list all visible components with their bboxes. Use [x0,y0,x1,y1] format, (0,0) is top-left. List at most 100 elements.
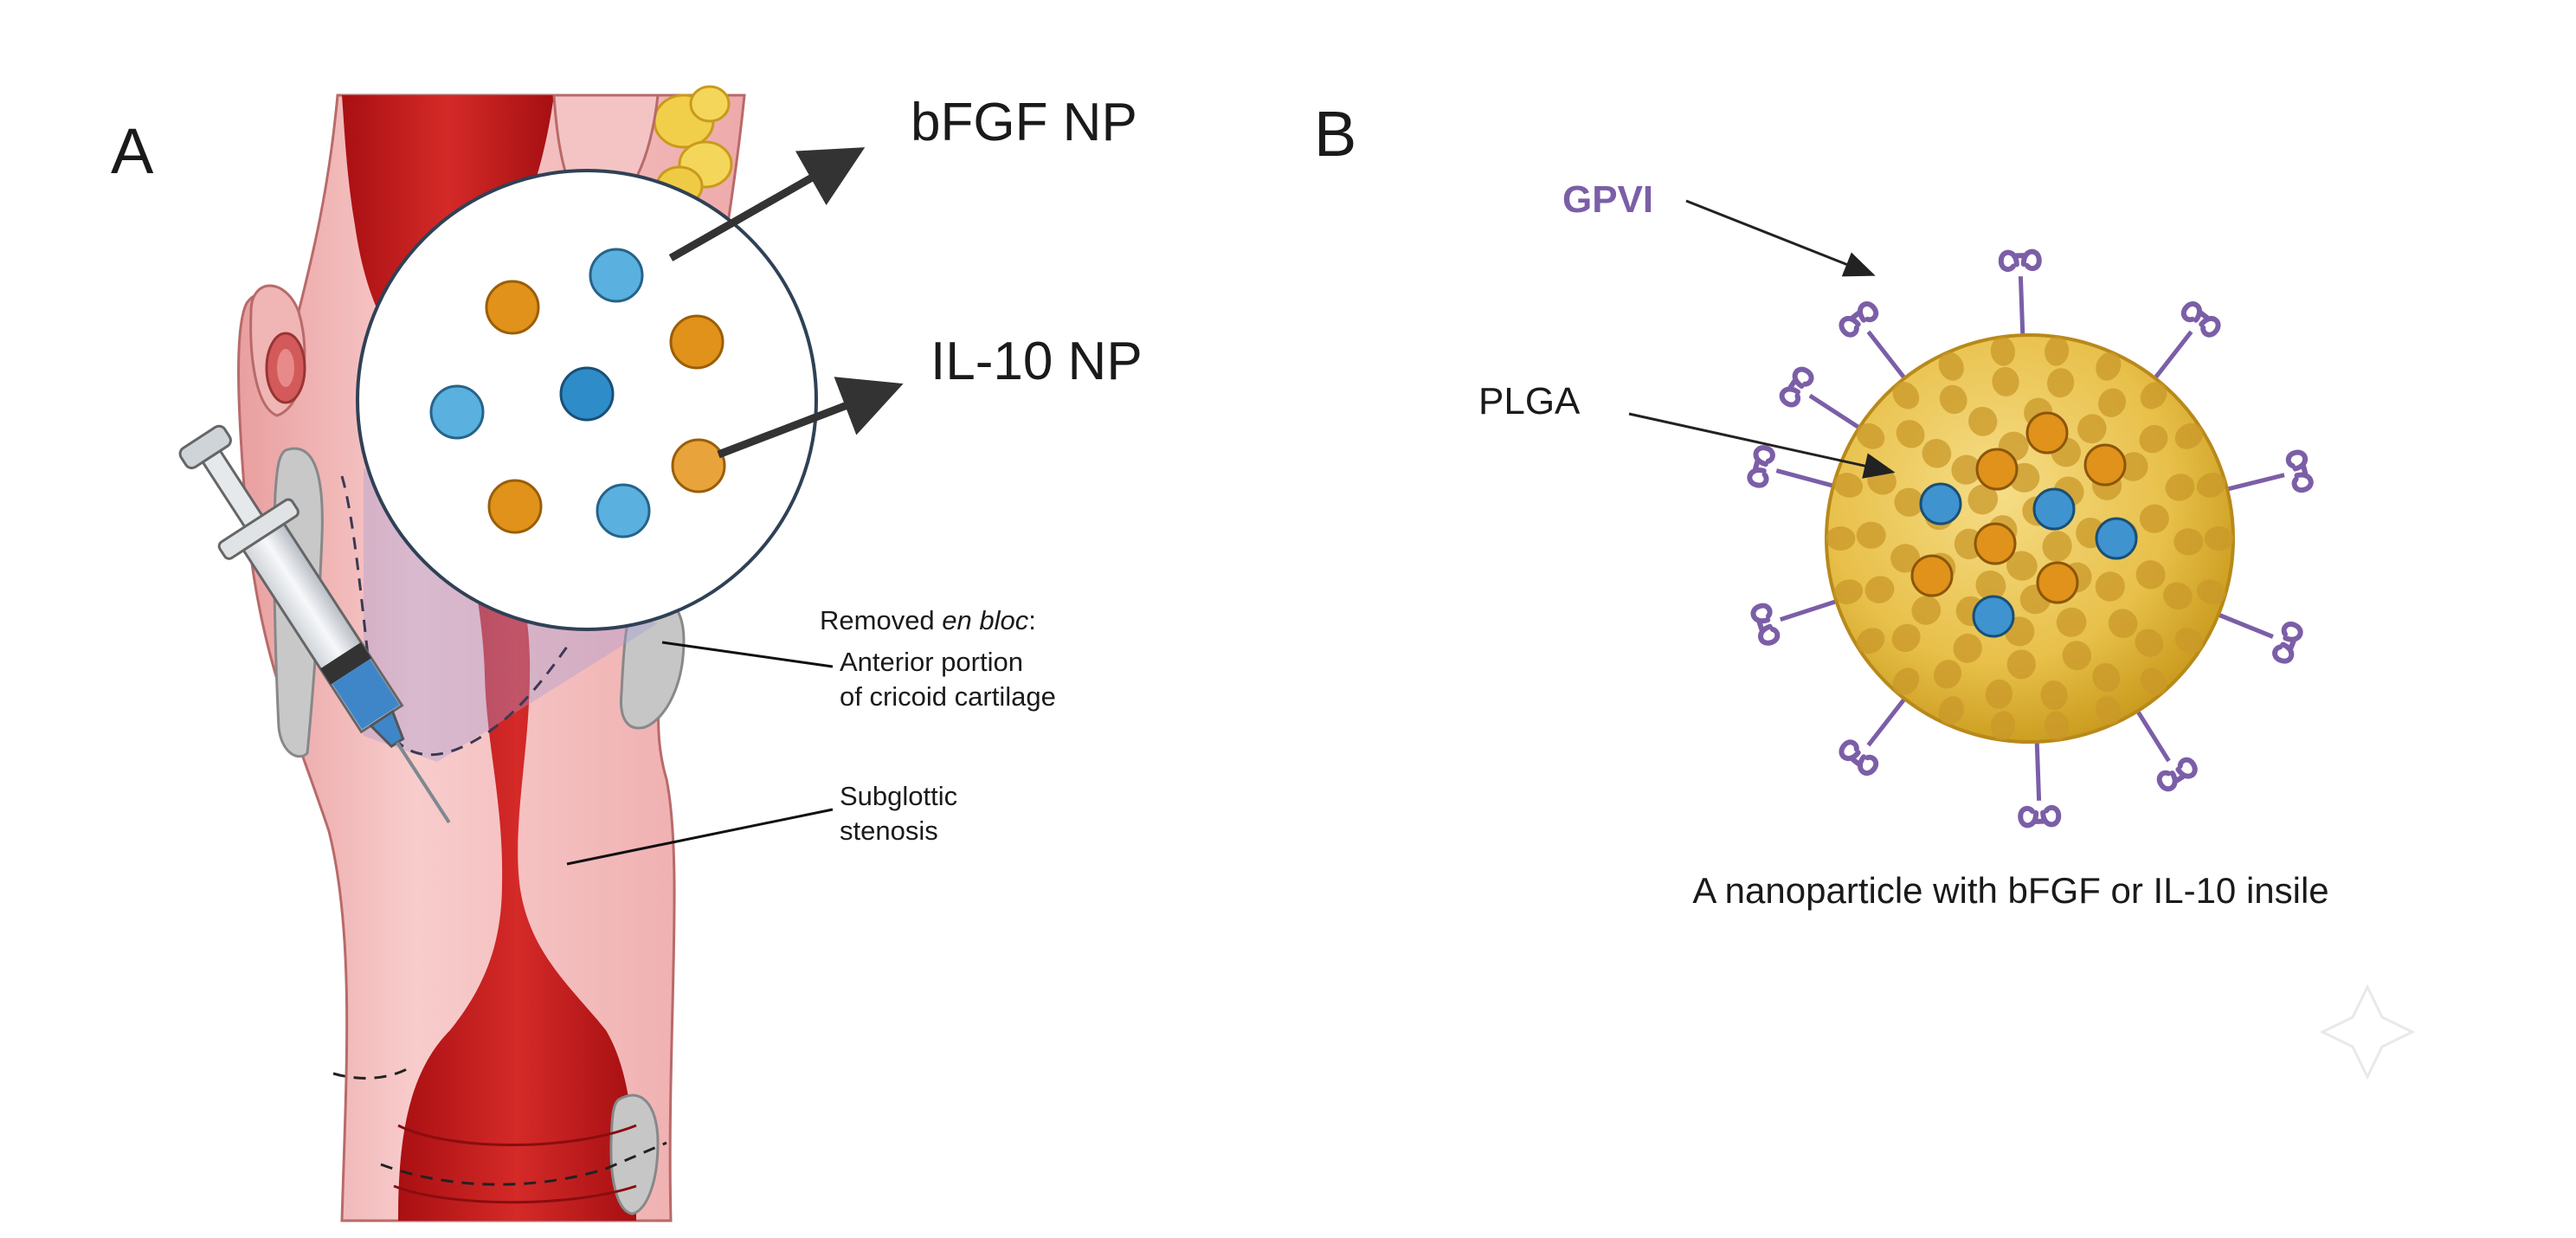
sphere-pore [2056,607,2087,637]
lower-dashed-line-2 [380,1141,667,1186]
sphere-pore [1891,623,1921,653]
sphere-pore [2135,629,2164,657]
sphere-pore [2045,336,2070,366]
il10-arrow [717,377,904,459]
sphere-pore [2139,504,2169,533]
sphere-pore [1864,576,1895,603]
sphere-pore [1833,579,1864,604]
sphere-pore [1911,596,1942,625]
bfgf-arrow [668,147,866,261]
gpvi-ligand [1839,301,1907,380]
sphere-pore [1826,526,1856,551]
sphere-pore [1990,336,2015,366]
cargo-blue-3 [2095,517,2138,560]
panel-a-letter: A [111,115,154,187]
syringe-fluid [332,659,400,730]
sphere-pore [2204,526,2234,551]
cargo-orange-6 [2036,561,2079,604]
sphere-pore [1968,406,1998,436]
np-blue-1 [589,248,644,303]
sphere-pore [1951,455,1981,485]
sphere-pore [1939,384,1967,415]
np-blue-2 [429,384,485,440]
cargo-blue-4 [1972,595,2015,638]
sphere-pore [1856,628,1885,654]
magnified-view [356,169,818,631]
np-orange-2 [669,314,724,370]
gpvi-ligand [1998,248,2042,336]
np-orange-3 [671,438,726,493]
sphere-pore [1856,422,1885,449]
gpvi-ligand [2018,741,2062,829]
np-blue-3 [596,483,651,538]
sphere-pore [1922,439,1952,468]
cargo-orange-3 [2083,443,2127,487]
sphere-pore [1833,473,1864,498]
sphere-pore [2062,641,2091,671]
gpvi-label: GPVI [1562,178,1653,221]
stenotic-lumen [398,519,636,1221]
sphere-pore [1975,570,2006,601]
plga-nanoparticle [1825,333,2235,744]
syringe [178,424,451,824]
gpvi-ligand [1750,599,1838,646]
sphere-pore [2174,628,2204,654]
cartilage-label-line2: of cricoid cartilage [840,681,1056,712]
sphere-pore [2046,368,2075,398]
gpvi-ligand [2217,612,2303,664]
stenosis-label-line2: stenosis [840,816,938,846]
sphere-pore [2092,662,2121,693]
sphere-pore [2174,422,2204,449]
sphere-pore [2095,571,2125,602]
sphere-pore [2140,667,2167,695]
np-blue-center [559,366,615,422]
bfgf-np-label: bFGF NP [911,93,1137,152]
cricoid-cartilage-right [619,593,686,730]
cargo-orange-5 [1910,554,1954,597]
lower-dashed-line-1 [332,1067,408,1080]
sphere-pore [1894,487,1924,517]
gpvi-ligand [1839,697,1907,776]
cartilage-label-line1: Anterior portion [840,647,1023,677]
arytenoid [249,284,306,417]
nanoparticle-caption: A nanoparticle with bFGF or IL-10 insile [1692,870,2328,911]
sphere-pore [2006,649,2036,680]
sphere-pore [2118,452,2148,481]
sphere-pore [2108,609,2138,638]
stenosis-leader [566,808,834,866]
sphere-pore [2098,388,2126,417]
sphere-pore [1892,382,1920,409]
sphere-pore [2196,579,2226,604]
gpvi-ligand [2135,709,2198,792]
sphere-pore [1892,667,1920,695]
lower-lumen-rings [393,1124,637,1204]
sphere-pore [2006,551,2038,581]
gpvi-ligand [1779,366,1861,430]
sphere-pore [1938,696,1964,725]
cargo-orange-1 [2025,411,2069,455]
sphere-pore [2174,528,2204,556]
stenosis-label-line1: Subglottic [840,781,957,811]
sphere-pore [1938,351,1964,381]
plga-pointer [1628,412,1896,479]
sphere-pore [2042,531,2072,562]
removed-en-bloc-label: Removed en bloc: [820,605,1036,635]
np-orange-1 [485,280,540,335]
gpvi-ligand [2226,449,2314,493]
sphere-pore [1953,633,1982,663]
sphere-pore [2165,474,2195,501]
sphere-pore [2045,711,2070,741]
plga-label: PLGA [1478,380,1581,422]
np-orange-4 [487,479,543,534]
syringe-needle [396,741,451,824]
sparkle-watermark [2319,983,2416,1080]
cargo-blue-2 [2032,487,2076,531]
sphere-pore [1890,544,1921,573]
sphere-pore [2077,414,2107,444]
sphere-pore [1990,711,2015,741]
cartilage-leader [661,641,834,668]
cargo-blue-1 [1919,482,1962,526]
gpvi-ligand [2153,301,2221,380]
gpvi-pointer [1685,199,1876,277]
